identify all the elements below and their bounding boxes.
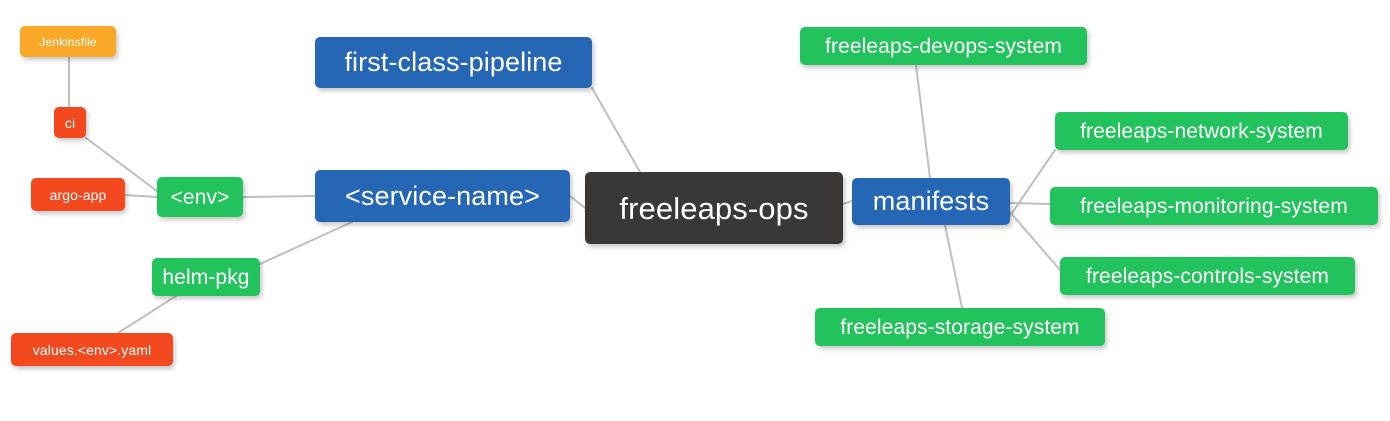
- node-label-values-yaml: values.<env>.yaml: [32, 341, 152, 358]
- node-label-env: <env>: [170, 185, 230, 209]
- node-label-network-system: freeleaps-network-system: [1080, 119, 1323, 143]
- node-label-helm-pkg: helm-pkg: [162, 265, 250, 289]
- node-devops-system[interactable]: freeleaps-devops-system: [800, 27, 1087, 65]
- edge-manifests-to-monitoring-system: [1009, 202, 1051, 205]
- node-label-first-class-pipeline: first-class-pipeline: [344, 47, 563, 77]
- node-monitoring-system[interactable]: freeleaps-monitoring-system: [1050, 187, 1378, 225]
- node-label-manifests: manifests: [872, 186, 990, 216]
- node-label-root: freeleaps-ops: [619, 190, 809, 226]
- edge-manifests-to-devops-system: [915, 64, 931, 179]
- node-label-storage-system: freeleaps-storage-system: [840, 315, 1080, 339]
- node-jenkinsfile[interactable]: Jenkinsfile: [20, 26, 116, 57]
- edge-service-name-to-env: [242, 195, 316, 198]
- node-label-argo-app: argo-app: [49, 186, 107, 203]
- node-label-controls-system: freeleaps-controls-system: [1086, 264, 1329, 288]
- node-values-yaml[interactable]: values.<env>.yaml: [11, 333, 173, 366]
- edge-root-to-service-name: [569, 195, 586, 209]
- node-env[interactable]: <env>: [157, 177, 243, 217]
- node-label-service-name: <service-name>: [345, 180, 540, 211]
- node-storage-system[interactable]: freeleaps-storage-system: [815, 308, 1105, 346]
- node-label-monitoring-system: freeleaps-monitoring-system: [1080, 194, 1348, 218]
- node-network-system[interactable]: freeleaps-network-system: [1055, 112, 1348, 150]
- edge-env-to-argo-app: [124, 194, 158, 198]
- node-root[interactable]: freeleaps-ops: [585, 172, 843, 244]
- node-service-name[interactable]: <service-name>: [315, 170, 570, 222]
- node-helm-pkg[interactable]: helm-pkg: [152, 258, 260, 296]
- edge-service-name-to-helm-pkg: [259, 221, 353, 265]
- edge-root-to-first-class-pipeline: [591, 87, 641, 173]
- node-label-jenkinsfile: Jenkinsfile: [39, 34, 97, 49]
- node-argo-app[interactable]: argo-app: [31, 178, 125, 211]
- node-manifests[interactable]: manifests: [852, 178, 1010, 225]
- edge-helm-pkg-to-values-yaml: [117, 295, 177, 334]
- node-controls-system[interactable]: freeleaps-controls-system: [1060, 257, 1355, 295]
- node-ci[interactable]: ci: [54, 107, 86, 138]
- edge-manifests-to-storage-system: [944, 224, 963, 309]
- node-first-class-pipeline[interactable]: first-class-pipeline: [315, 37, 592, 88]
- edge-manifests-to-network-system: [1009, 149, 1056, 217]
- edge-root-to-manifests: [842, 200, 853, 205]
- node-label-devops-system: freeleaps-devops-system: [825, 34, 1062, 58]
- node-label-ci: ci: [64, 114, 76, 131]
